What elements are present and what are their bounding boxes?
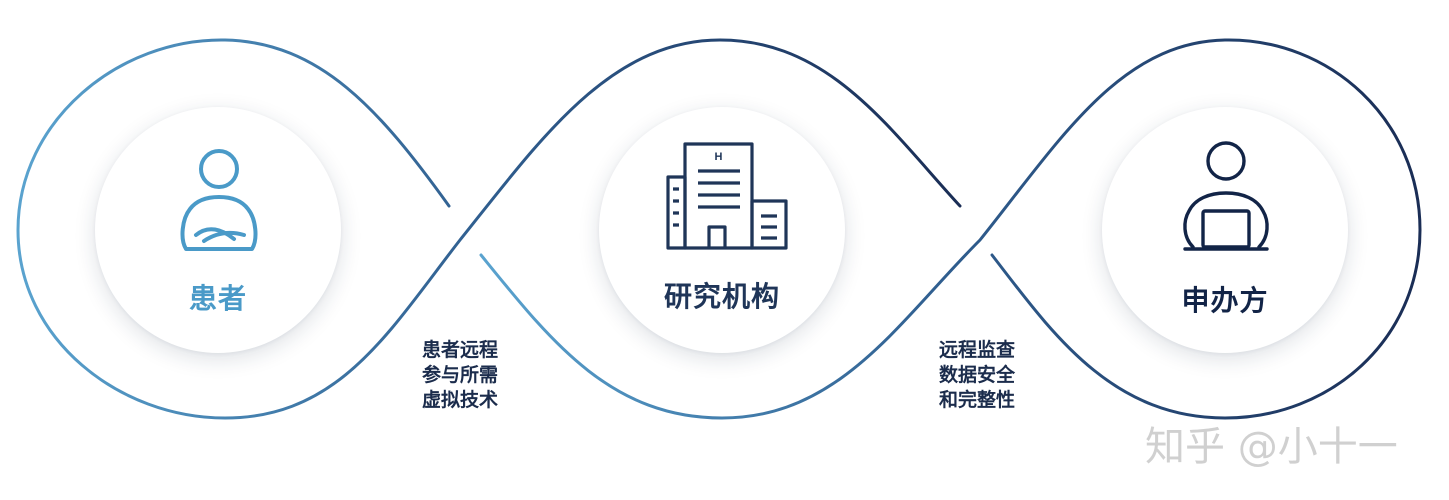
sponsor-node: 申办方 <box>1102 107 1348 353</box>
patient-node: 患者 <box>95 107 341 353</box>
connector-left-caption: 患者远程 参与所需 虚拟技术 <box>422 338 498 413</box>
person-laptop-icon <box>1183 141 1269 251</box>
flow-curve-upper <box>16 38 962 420</box>
connector-left-line: 虚拟技术 <box>422 389 499 411</box>
connector-left-line: 患者远程 <box>422 339 499 361</box>
patient-label: 患者 <box>188 282 247 315</box>
watermark: 知乎 @小十一 <box>1145 424 1398 470</box>
institution-node: H 研究机构 <box>599 107 845 353</box>
person-arms-crossed-icon <box>180 149 258 251</box>
building-sign: H <box>715 151 723 163</box>
hospital-building-icon: H <box>666 142 788 250</box>
connector-right-line: 数据安全 <box>939 364 1016 386</box>
flow-curve-lower <box>479 38 1422 420</box>
connector-right-line: 和完整性 <box>939 389 1016 411</box>
sponsor-label: 申办方 <box>1181 284 1269 317</box>
institution-label: 研究机构 <box>663 280 780 313</box>
connector-right-caption: 远程监查 数据安全 和完整性 <box>939 338 1015 413</box>
connector-left-line: 参与所需 <box>422 364 499 386</box>
connector-right-line: 远程监查 <box>939 339 1016 361</box>
